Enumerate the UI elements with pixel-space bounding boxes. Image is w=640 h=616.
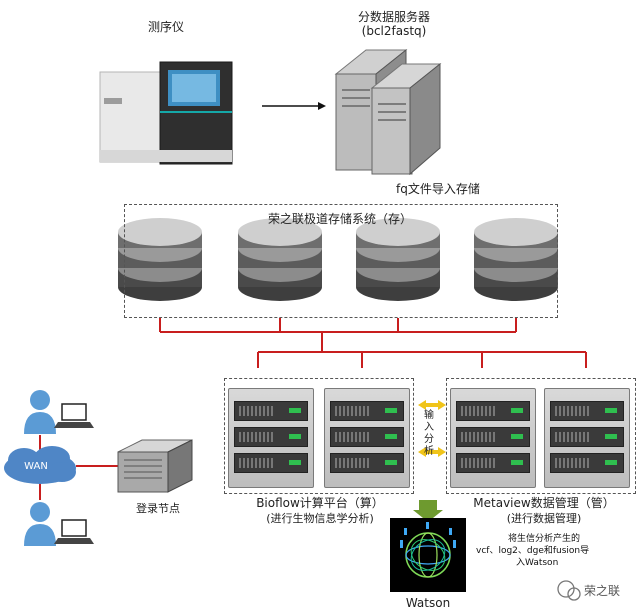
bioflow-rack-1: [228, 388, 314, 488]
wan-label: WAN: [24, 461, 48, 472]
flow-arrow-head: [318, 102, 326, 110]
login-node-server: [117, 439, 193, 493]
bioflow-platform-box: [224, 378, 414, 494]
metaview-title: Metaview数据管理（管）: [473, 496, 615, 510]
sequencer-machine: [99, 61, 233, 165]
bioflow-title: Bioflow计算平台（算）: [256, 496, 384, 510]
wan-cloud: [4, 446, 76, 484]
input-analysis-label: 输入分析: [424, 410, 434, 457]
bioflow-subtitle: (进行生物信息学分析): [266, 512, 374, 525]
metaview-rack-2: [544, 388, 630, 488]
storage-system-title: 荣之联极道存储系统（存）: [267, 212, 413, 226]
watson-label: Watson: [405, 596, 451, 610]
brand-label: 荣之联: [584, 584, 621, 598]
server-towers: [334, 48, 442, 176]
metaview-platform-box: [446, 378, 636, 494]
watson-down-arrow: [413, 500, 443, 522]
watson-note-line-3: 入Watson: [516, 558, 559, 568]
watson-globe: [390, 518, 466, 592]
brand-logo-icon: [557, 580, 581, 601]
storage-link-lines: [159, 318, 587, 368]
bioflow-rack-2: [324, 388, 410, 488]
user-icons: [24, 390, 56, 546]
metaview-subtitle: (进行数据管理): [506, 512, 582, 525]
server-subtitle: (bcl2fastq): [361, 24, 427, 38]
storage-disk-stacks: [118, 218, 558, 301]
input-arrows: [418, 400, 446, 457]
metaview-rack-1: [450, 388, 536, 488]
login-node-label: 登录节点: [136, 502, 180, 515]
server-title: 分数据服务器: [357, 10, 431, 24]
watson-note-line-1: 将生信分析产生的: [508, 534, 581, 544]
laptop-icons: [54, 403, 94, 544]
storage-system-box: [124, 204, 558, 318]
sequencer-label: 测序仪: [148, 20, 185, 34]
fq-store-label: fq文件导入存储: [396, 182, 480, 196]
watson-note-line-2: vcf、log2、dge和fusion导: [476, 546, 590, 556]
